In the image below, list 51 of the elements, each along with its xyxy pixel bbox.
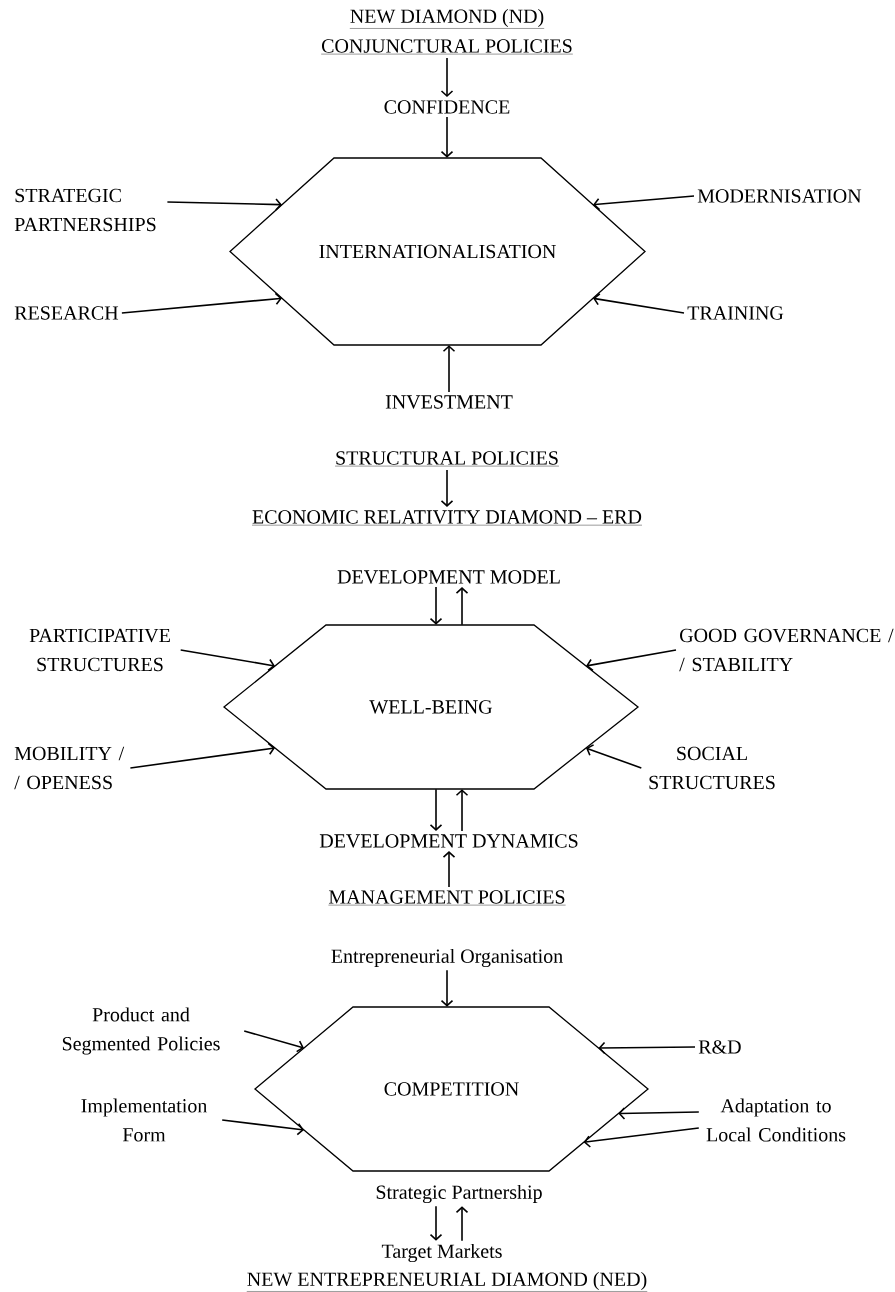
factor-label: DEVELOPMENT DYNAMICS: [319, 834, 578, 848]
factor-label: TRAINING: [687, 306, 784, 320]
factor-label: Strategic Partnership: [376, 1184, 542, 1204]
arrow: [593, 195, 695, 211]
arrow: [598, 1041, 696, 1055]
arrow: [583, 1127, 700, 1148]
factor-label: CONFIDENCE: [384, 100, 510, 114]
arrow: [440, 57, 454, 98]
factor-label: RESEARCH: [14, 306, 119, 320]
factor-label: PARTICIPATIVE STRUCTURES: [29, 628, 170, 672]
arrow: [455, 789, 469, 832]
diamond-title: NEW ENTREPRENEURIAL DIAMOND (NED): [246, 1271, 648, 1292]
factor-label: R&D: [698, 1040, 741, 1054]
arrow: [429, 586, 443, 625]
arrow: [440, 969, 454, 1007]
factor-label: Product and Segmented Policies: [62, 1007, 220, 1055]
factor-label: INVESTMENT: [385, 395, 513, 409]
policy-heading: STRUCTURAL POLICIES: [334, 451, 560, 467]
arrow: [440, 469, 454, 508]
factor-label: Implementation Form: [81, 1098, 208, 1142]
arrow: [442, 850, 456, 888]
arrow: [442, 345, 456, 393]
arrow: [243, 1030, 304, 1053]
arrow: [129, 742, 275, 769]
arrow: [586, 744, 643, 769]
arrow: [593, 293, 685, 314]
factor-label: STRATEGIC PARTNERSHIPS: [14, 188, 156, 232]
policy-heading: CONJUNCTURAL POLICIES: [320, 39, 574, 55]
factor-label: GOOD GOVERNANCE / / STABILITY: [679, 628, 894, 672]
arrow: [618, 1107, 700, 1120]
arrow: [440, 116, 454, 158]
arrow: [166, 198, 282, 211]
factor-label: DEVELOPMENT MODEL: [337, 570, 560, 584]
factor-label: Target Markets: [381, 1243, 502, 1263]
factor-label: Entrepreneurial Organisation: [331, 948, 563, 968]
hexagon: INTERNATIONALISATION: [229, 157, 646, 346]
factor-label: MOBILITY / / OPENESS: [14, 746, 125, 790]
arrow: [455, 586, 469, 626]
arrow: [429, 1205, 443, 1241]
arrow: [179, 649, 275, 672]
arrow: [586, 649, 677, 672]
factor-label: SOCIAL STRUCTURES: [649, 746, 775, 790]
factor-label: Adaptation to Local Conditions: [706, 1098, 846, 1142]
arrow: [121, 292, 282, 314]
arrow: [221, 1119, 304, 1136]
hexagon: COMPETITION: [254, 1006, 649, 1172]
policy-heading: MANAGEMENT POLICIES: [328, 890, 566, 906]
arrow: [455, 1206, 469, 1242]
arrow: [429, 788, 443, 832]
factor-label: MODERNISATION: [697, 189, 862, 203]
policy-heading: ECONOMIC RELATIVITY DIAMOND – ERD: [251, 510, 643, 526]
